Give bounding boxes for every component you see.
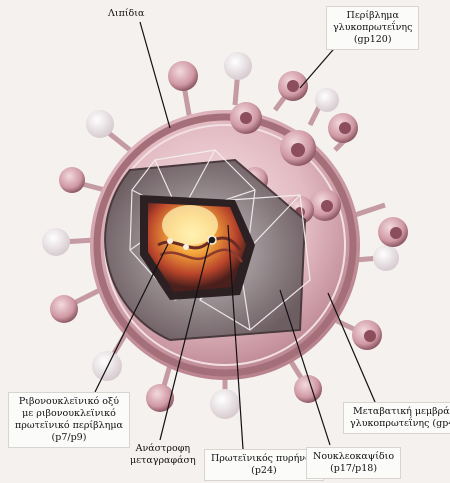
spike: [307, 88, 339, 127]
label-gp120-line3: (gp120): [353, 34, 392, 45]
spike: [42, 228, 96, 256]
label-rna-line4: (p7/p9): [51, 432, 87, 443]
spike: [50, 287, 102, 323]
spike: [59, 167, 106, 193]
label-lipids-text: Λιπίδια: [108, 8, 145, 19]
label-p17: Νουκλεοκαψίδιο (p17/p18): [306, 447, 402, 479]
leader-p24: [227, 224, 244, 450]
label-gp120-line1: Περίβλημα: [346, 10, 399, 21]
spike: [146, 364, 174, 412]
spike: [328, 113, 358, 152]
spike: [354, 245, 399, 271]
spike: [354, 202, 408, 247]
spike: [273, 71, 308, 112]
spike: [168, 61, 198, 121]
spike: [287, 358, 322, 403]
label-p17-line1: Νουκλεοκαψίδιο: [313, 451, 395, 462]
leader-gp41: [327, 292, 376, 403]
label-gp120: Περίβλημα γλυκοπρωτεΐνης (gp120): [326, 6, 420, 50]
spike: [333, 317, 382, 350]
label-gp120-line2: γλυκοπρωτεΐνης: [333, 22, 413, 33]
label-p24-line1: Πρωτεϊνικός πυρήνας: [211, 453, 317, 464]
rna-strands: [157, 235, 244, 263]
label-rt-line2: μεταγραφάση: [130, 455, 196, 466]
label-p17-line2: (p17/p18): [330, 463, 378, 474]
label-gp41: Μεταβατική μεμβράνη γλυκοπρωτεΐνης (gp41…: [343, 402, 450, 434]
leader-rt: [159, 239, 211, 441]
spike: [210, 375, 240, 419]
leader-lines: [94, 21, 376, 450]
label-rt-line1: Ανάστροφη: [135, 443, 191, 454]
label-rna-line3: πρωτεϊνικό περίβλημα: [15, 420, 123, 431]
label-p24: Πρωτεϊνικός πυρήνας (p24): [204, 449, 324, 481]
leader-lipids: [139, 21, 171, 129]
spike: [224, 52, 252, 106]
label-lipids: Λιπίδια: [108, 8, 144, 20]
label-gp41-line1: Μεταβατική μεμβράνη: [353, 406, 450, 417]
label-gp41-line2: γλυκοπρωτεΐνης (gp41): [350, 418, 450, 429]
label-rna: Ριβονουκλεϊνικό οξύ με ριβονουκλεϊνικό π…: [8, 392, 130, 448]
label-rna-line2: με ριβονουκλεϊνικό: [22, 408, 116, 419]
gp120-spikes: [42, 52, 408, 419]
spike: [86, 110, 132, 152]
label-rna-line1: Ριβονουκλεϊνικό οξύ: [18, 396, 120, 407]
label-reverse-transcriptase: Ανάστροφη μεταγραφάση: [130, 443, 196, 467]
leader-p17: [279, 289, 331, 446]
label-p24-line2: (p24): [251, 465, 277, 476]
leader-rna: [94, 243, 169, 393]
